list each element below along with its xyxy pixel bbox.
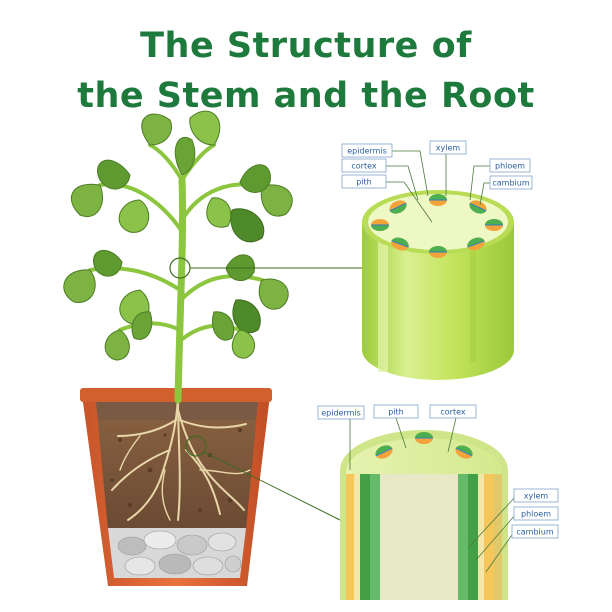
root-label-xylem-text: xylem [524, 492, 549, 501]
stem-callout [169, 257, 362, 279]
diagram-title-line-2: the Stem and the Root [77, 76, 535, 116]
root-label-cambium-text: cambium [516, 528, 553, 537]
stem-label-xylem: xylem [429, 140, 467, 155]
stem-label-cortex: cortex [341, 158, 387, 173]
stem-label-epidermis: epidermis [341, 143, 393, 158]
root-label-phloem: phloem [513, 506, 559, 521]
stem-label-cortex-text: cortex [351, 162, 377, 171]
root-label-cortex-text: cortex [440, 408, 466, 417]
vascular-bundles [371, 194, 503, 258]
stem-label-phloem: phloem [489, 158, 531, 173]
root-label-cortex: cortex [429, 404, 477, 419]
stem-label-phloem-text: phloem [495, 162, 525, 171]
gravel-layer [108, 528, 246, 578]
leaves [63, 110, 293, 361]
diagram-title-line-1: The Structure of [140, 26, 472, 66]
root-label-cambium: cambium [511, 524, 559, 539]
flower-pot [80, 388, 272, 586]
stem-label-pith: pith [341, 174, 387, 189]
stem-label-cambium-text: cambium [492, 179, 529, 188]
root-label-xylem: xylem [513, 488, 559, 503]
stem-label-epidermis-text: epidermis [347, 147, 387, 156]
stem-label-cambium: cambium [489, 175, 533, 190]
root-label-epidermis-text: epidermis [321, 409, 361, 418]
stem-cross-section [362, 150, 514, 380]
plant [63, 110, 293, 404]
root-label-pith: pith [373, 404, 419, 419]
root-label-pith-text: pith [388, 408, 404, 417]
root-system [111, 397, 251, 521]
root-label-epidermis: epidermis [317, 405, 365, 420]
stem-label-xylem-text: xylem [436, 144, 461, 153]
stem-label-pith-text: pith [356, 178, 372, 187]
root-label-phloem-text: phloem [521, 510, 551, 519]
root-section [340, 417, 517, 600]
soil-cutaway [96, 402, 258, 530]
root-callout [185, 435, 341, 521]
